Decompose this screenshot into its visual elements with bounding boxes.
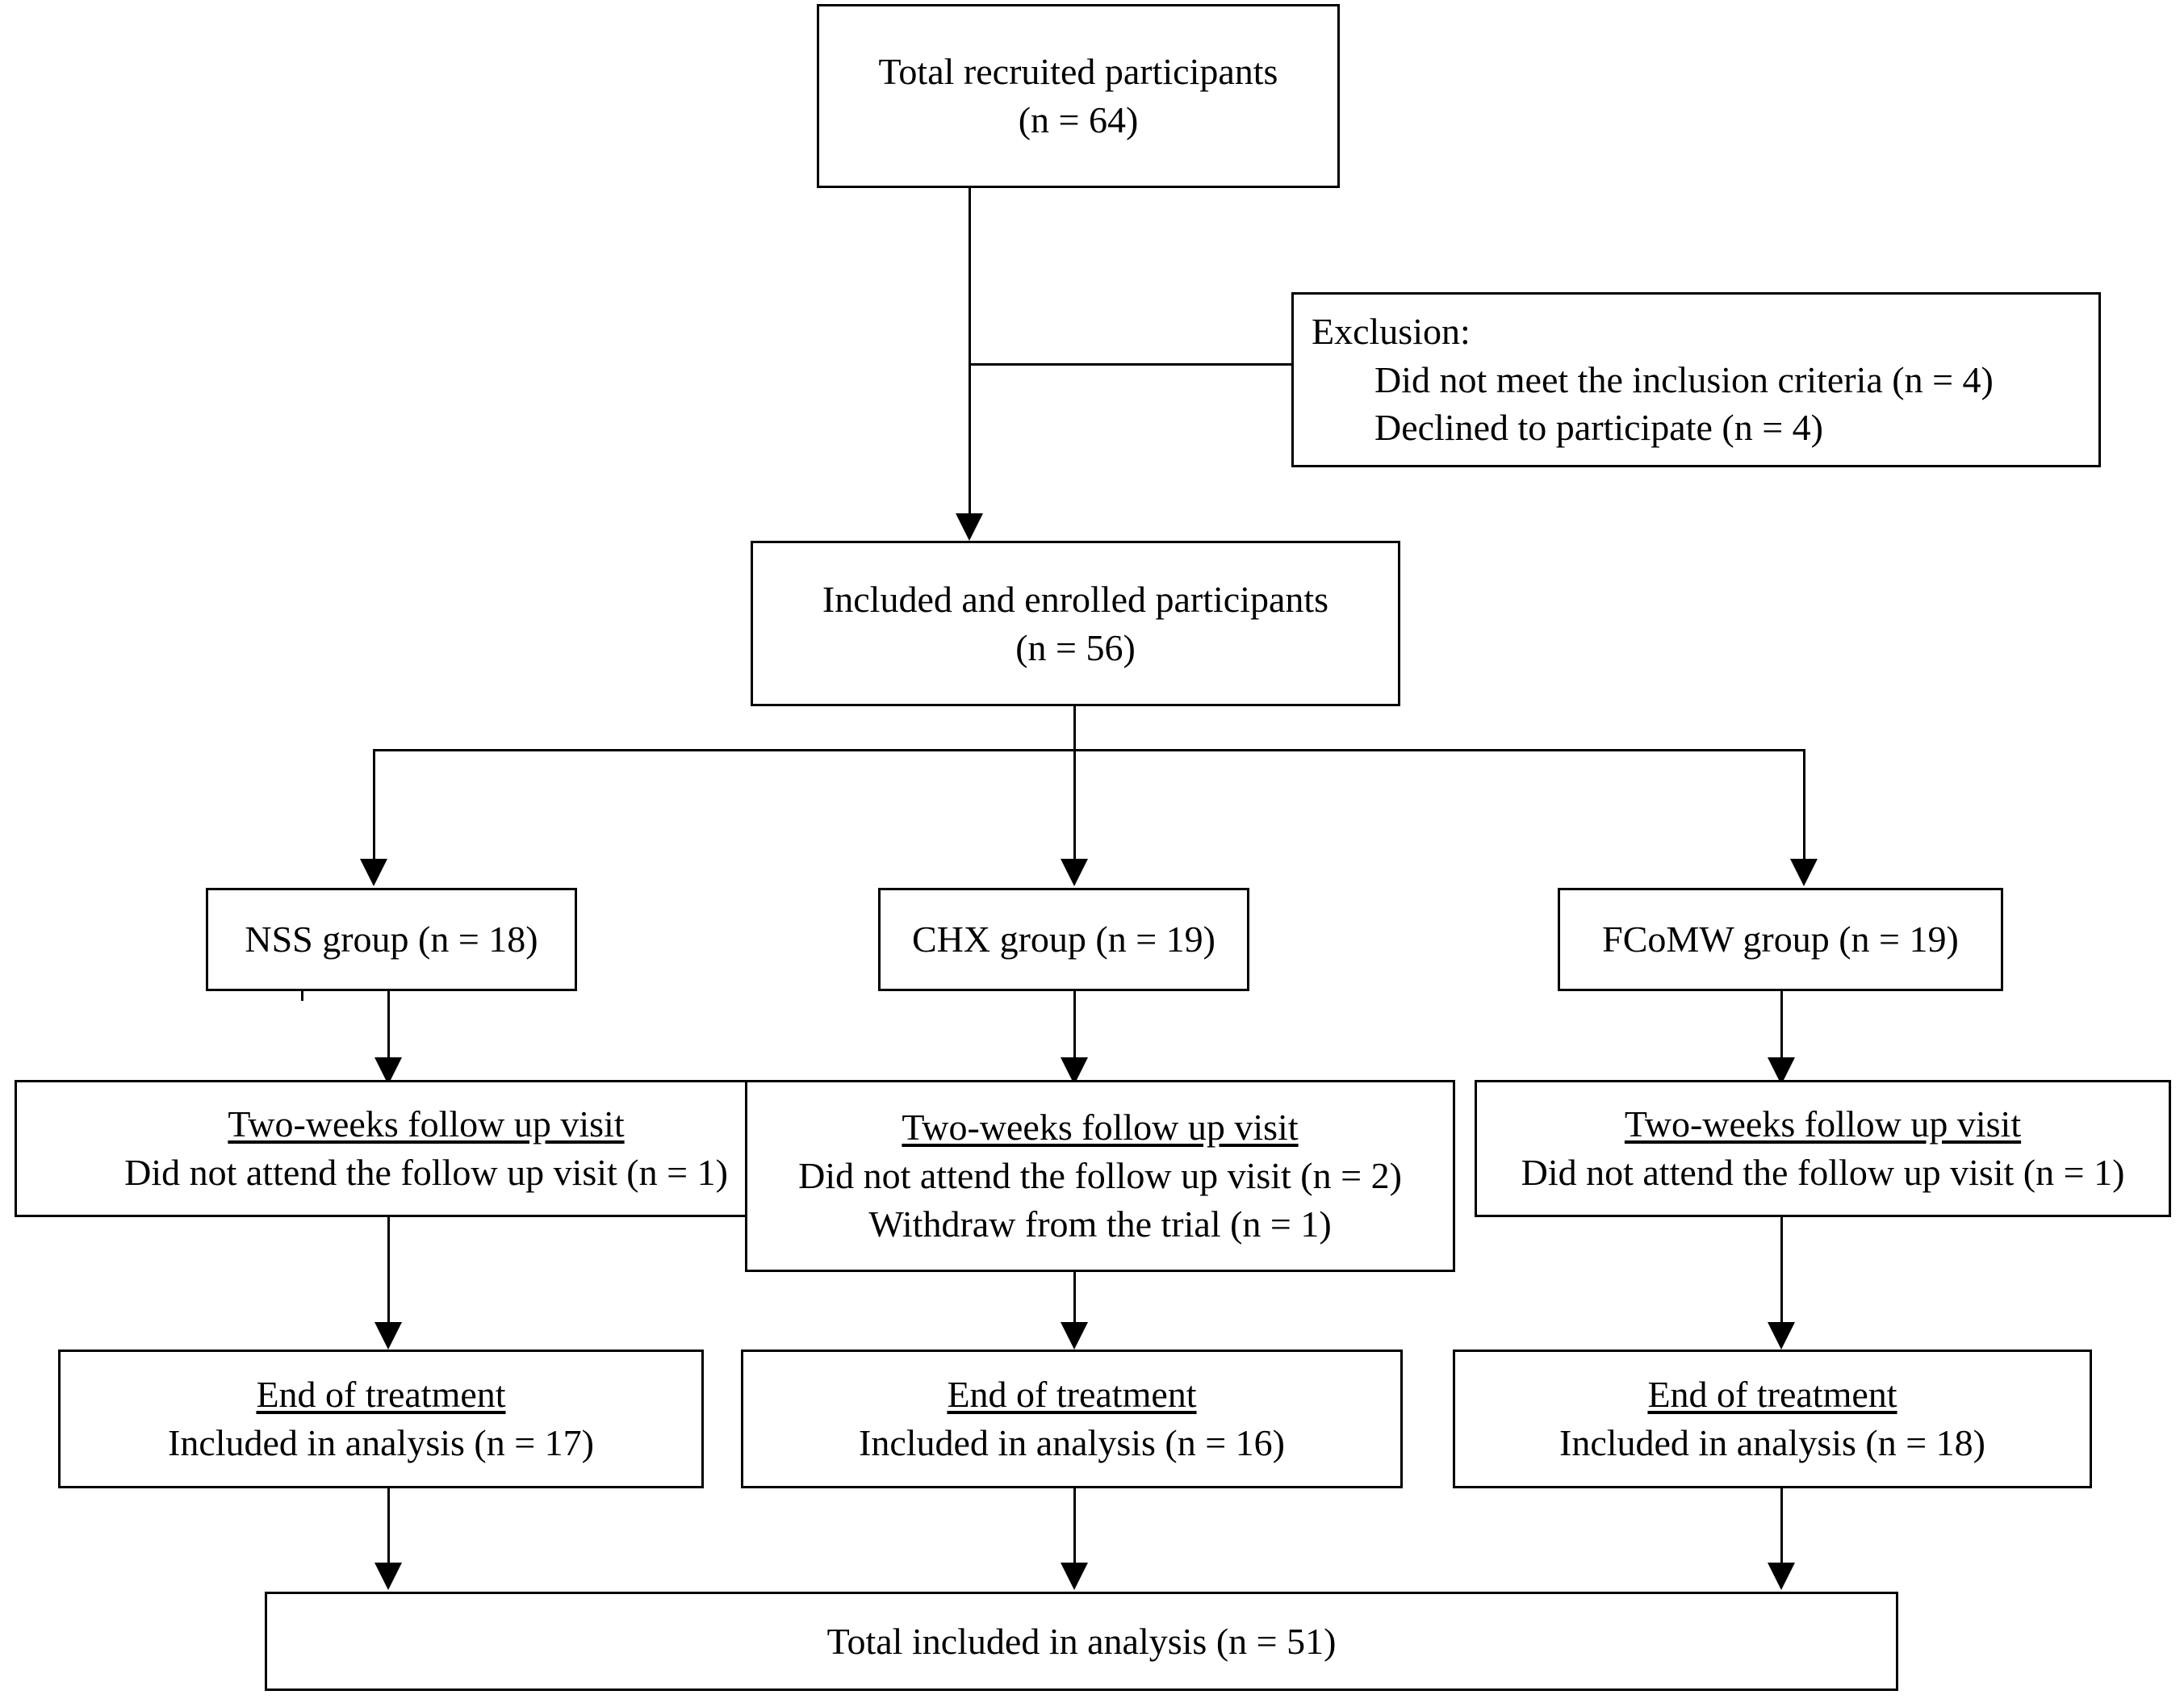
arrowhead-to-enrolled bbox=[956, 513, 983, 541]
node-enrolled: Included and enrolled participants (n = … bbox=[751, 541, 1400, 706]
connector-fcomw-to-total bbox=[1780, 1488, 1783, 1564]
followup-nss-heading: Two-weeks follow up visit bbox=[228, 1103, 625, 1145]
connector-fcomw-to-followup bbox=[1780, 991, 1783, 1059]
arrowhead-nss-to-end bbox=[374, 1322, 402, 1350]
exclusion-line-1: Did not meet the inclusion criteria (n =… bbox=[1374, 358, 1994, 400]
end-chx-line-1: Included in analysis (n = 16) bbox=[859, 1422, 1285, 1463]
connector-nss-to-end bbox=[387, 1217, 390, 1324]
node-group-chx: CHX group (n = 19) bbox=[878, 888, 1249, 991]
end-chx-heading: End of treatment bbox=[947, 1374, 1197, 1416]
node-end-fcomw: End of treatment Included in analysis (n… bbox=[1453, 1350, 2092, 1488]
arrowhead-nss-to-total bbox=[374, 1563, 402, 1590]
connector-recruited-to-enrolled bbox=[969, 188, 971, 515]
total-analysis-label: Total included in analysis (n = 51) bbox=[826, 1620, 1337, 1662]
node-followup-fcomw: Two-weeks follow up visit Did not attend… bbox=[1475, 1080, 2171, 1217]
node-total-analysis: Total included in analysis (n = 51) bbox=[265, 1592, 1898, 1691]
followup-fcomw-line-1: Did not attend the follow up visit (n = … bbox=[1521, 1152, 2125, 1193]
arrowhead-fcomw-to-total bbox=[1768, 1563, 1795, 1590]
arrowhead-chx-to-end bbox=[1061, 1322, 1088, 1350]
connector-fcomw-to-end bbox=[1780, 1217, 1783, 1324]
node-followup-nss: Two-weeks follow up visit Did not attend… bbox=[15, 1080, 838, 1217]
end-nss-heading: End of treatment bbox=[256, 1374, 506, 1416]
total-recruited-line-2: (n = 64) bbox=[1018, 99, 1139, 140]
end-fcomw-heading: End of treatment bbox=[1647, 1374, 1897, 1416]
connector-allocation-bus bbox=[373, 749, 1805, 751]
group-chx-label: CHX group (n = 19) bbox=[911, 919, 1216, 960]
enrolled-line-2: (n = 56) bbox=[1015, 626, 1136, 668]
arrowhead-to-nss-group bbox=[360, 859, 387, 886]
node-end-chx: End of treatment Included in analysis (n… bbox=[741, 1350, 1403, 1488]
arrowhead-to-fcomw-group bbox=[1790, 859, 1818, 886]
connector-chx-to-followup bbox=[1073, 991, 1076, 1059]
node-group-fcomw: FCoMW group (n = 19) bbox=[1558, 888, 2003, 991]
group-fcomw-label: FCoMW group (n = 19) bbox=[1602, 919, 1959, 960]
end-nss-line-1: Included in analysis (n = 17) bbox=[168, 1422, 594, 1463]
connector-to-fcomw-group bbox=[1803, 749, 1805, 860]
stray-mark-nss bbox=[301, 988, 303, 1001]
total-recruited-line-1: Total recruited participants bbox=[878, 51, 1278, 93]
exclusion-heading: Exclusion: bbox=[1312, 310, 1471, 352]
connector-chx-to-end bbox=[1073, 1272, 1076, 1324]
exclusion-line-2: Declined to participate (n = 4) bbox=[1374, 407, 1823, 449]
node-end-nss: End of treatment Included in analysis (n… bbox=[58, 1350, 704, 1488]
group-nss-label: NSS group (n = 18) bbox=[245, 919, 538, 960]
end-fcomw-line-1: Included in analysis (n = 18) bbox=[1559, 1422, 1985, 1463]
connector-to-exclusion bbox=[969, 363, 1291, 366]
arrowhead-to-chx-group bbox=[1061, 859, 1088, 886]
followup-chx-heading: Two-weeks follow up visit bbox=[902, 1107, 1299, 1149]
connector-enrolled-down bbox=[1073, 706, 1076, 751]
connector-to-nss-group bbox=[373, 749, 375, 860]
connector-to-chx-group bbox=[1073, 749, 1076, 860]
followup-chx-line-2: Withdraw from the trial (n = 1) bbox=[868, 1203, 1332, 1245]
followup-chx-line-1: Did not attend the follow up visit (n = … bbox=[798, 1155, 1402, 1197]
arrowhead-chx-to-total bbox=[1061, 1563, 1088, 1590]
arrowhead-fcomw-to-end bbox=[1768, 1322, 1795, 1350]
enrolled-line-1: Included and enrolled participants bbox=[822, 578, 1329, 620]
followup-nss-line-1: Did not attend the follow up visit (n = … bbox=[124, 1152, 728, 1193]
node-group-nss: NSS group (n = 18) bbox=[206, 888, 577, 991]
node-exclusion: Exclusion: Did not meet the inclusion cr… bbox=[1291, 292, 2101, 467]
followup-fcomw-heading: Two-weeks follow up visit bbox=[1624, 1103, 2022, 1145]
node-total-recruited: Total recruited participants (n = 64) bbox=[817, 4, 1340, 188]
connector-nss-to-total bbox=[387, 1488, 390, 1564]
connector-chx-to-total bbox=[1073, 1488, 1076, 1564]
node-followup-chx: Two-weeks follow up visit Did not attend… bbox=[745, 1080, 1455, 1272]
connector-nss-to-followup bbox=[387, 991, 390, 1059]
